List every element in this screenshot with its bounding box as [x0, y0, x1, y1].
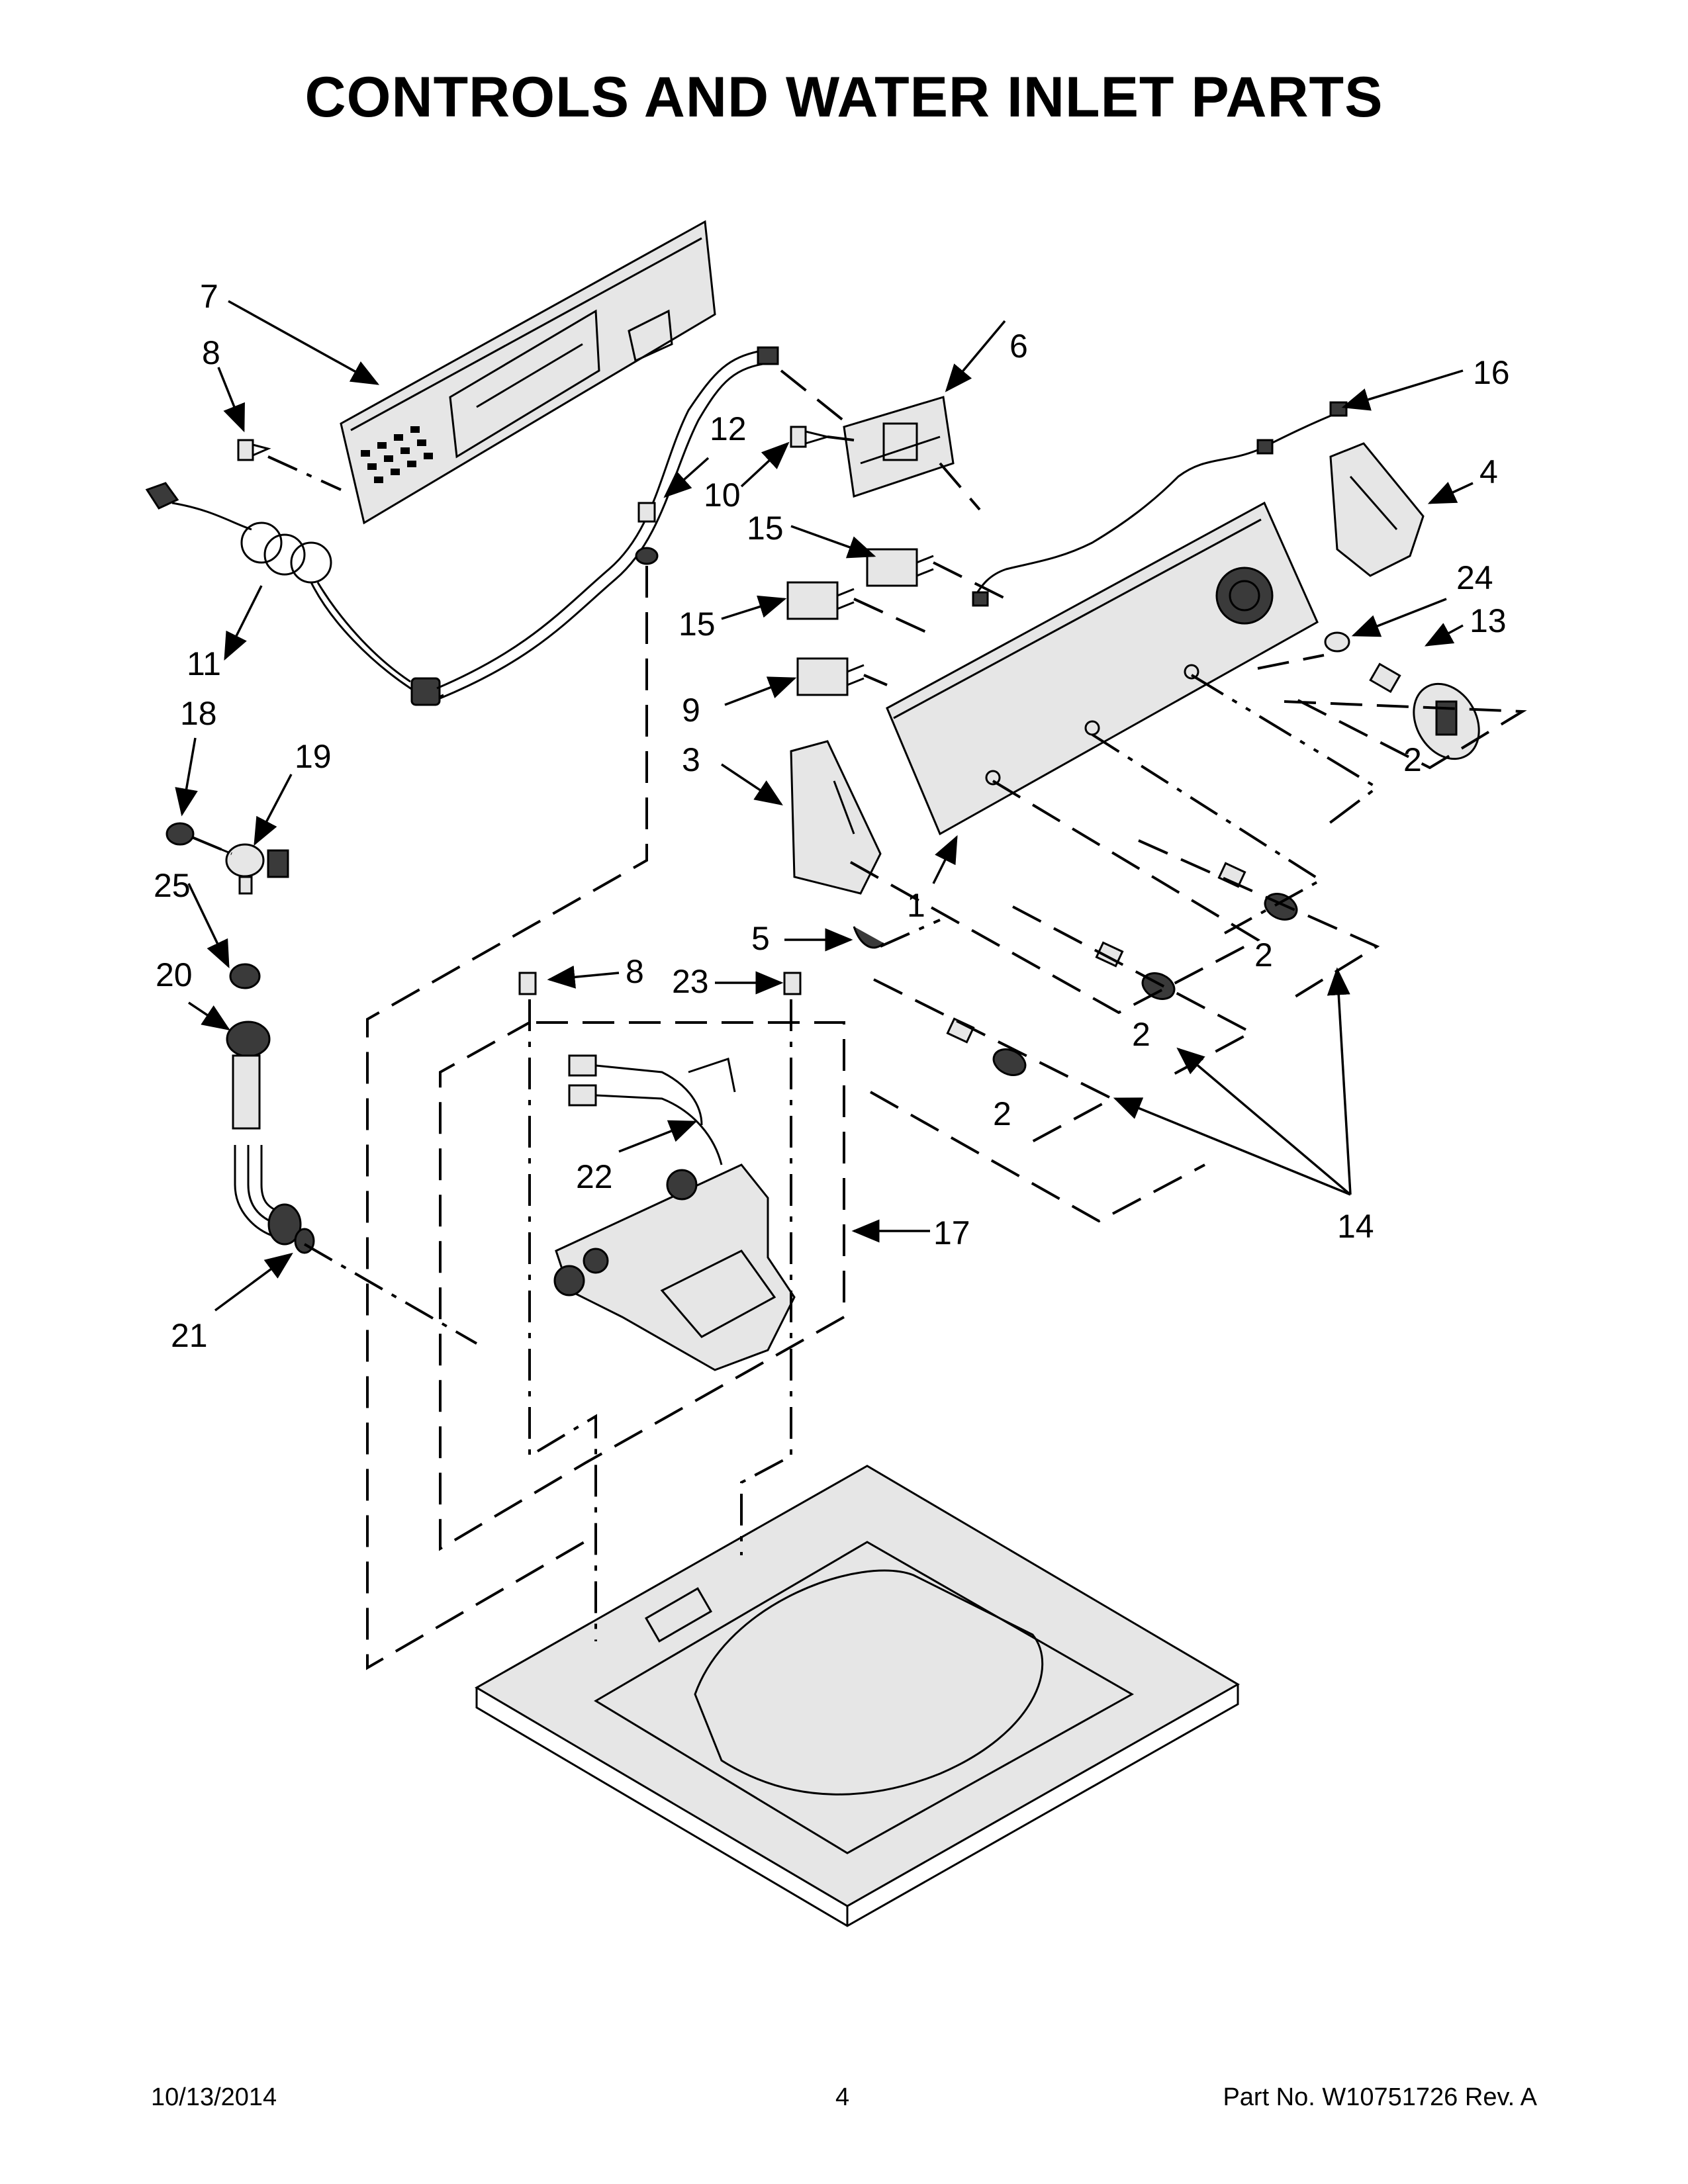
callout-3: 3: [682, 741, 700, 778]
callout-21: 21: [171, 1317, 208, 1354]
rear-console-panel-drawing: [340, 220, 716, 525]
page-title: CONTROLS AND WATER INLET PARTS: [305, 66, 1383, 129]
leader-arrows: [175, 300, 1474, 1312]
valve-wiring-22-drawing: [568, 1054, 736, 1165]
screw-23-drawing: [783, 972, 802, 995]
console-drawing: [886, 501, 1319, 836]
footer-date: 10/13/2014: [151, 2083, 277, 2111]
callout-9: 9: [682, 692, 700, 729]
knob-insert-13-drawing: [1369, 662, 1401, 694]
callout-2-b: 2: [1254, 936, 1273, 974]
clip-drawing: [853, 926, 885, 949]
screen-25-drawing: [229, 963, 261, 989]
power-cord-drawing: [145, 346, 779, 706]
switch-15-upper-drawing: [866, 548, 934, 587]
callout-2-a: 2: [1403, 741, 1422, 778]
switch-9-drawing: [796, 657, 865, 696]
callout-15-upper: 15: [747, 510, 784, 547]
ground-screw-drawing: [635, 502, 659, 565]
callout-20: 20: [156, 956, 193, 993]
callout-12: 12: [710, 410, 747, 447]
callout-25: 25: [154, 867, 191, 904]
callout-22: 22: [576, 1158, 613, 1195]
callout-13: 13: [1470, 602, 1507, 639]
control-board-drawing: [843, 396, 955, 498]
footer-page-number: 4: [835, 2083, 850, 2111]
screw-8-center-drawing: [518, 972, 537, 995]
callout-19: 19: [295, 738, 332, 775]
callout-17: 17: [933, 1214, 970, 1251]
switch-15-lower-drawing: [786, 581, 855, 620]
callout-8-center: 8: [626, 953, 644, 990]
water-valve-17-drawing: [553, 1163, 796, 1371]
callout-4: 4: [1479, 453, 1498, 490]
callout-16: 16: [1473, 354, 1510, 391]
hose-fitting-19-drawing: [191, 836, 289, 895]
end-cap-right-drawing: [1329, 442, 1425, 577]
callout-23: 23: [672, 963, 709, 1000]
knob-row-3-drawing: [946, 1017, 1027, 1076]
callout-1: 1: [907, 887, 925, 924]
callout-11: 11: [187, 645, 221, 682]
callout-18: 18: [180, 695, 217, 732]
callout-6: 6: [1009, 328, 1028, 365]
cabinet-top-drawing: [475, 1465, 1240, 1927]
hose-washer-18-drawing: [165, 822, 195, 846]
callout-labels: 1 2 2 2 2 3 4 5 6 7 8 8 9 10 11 12 13 14…: [154, 278, 1510, 1354]
footer-part-number: Part No. W10751726 Rev. A: [1223, 2083, 1537, 2111]
callout-24: 24: [1456, 559, 1493, 596]
inlet-hose-20-drawing: [226, 1021, 302, 1246]
screw-10-drawing: [790, 426, 831, 448]
callout-2-c: 2: [1132, 1016, 1150, 1053]
callout-5: 5: [751, 920, 770, 957]
callout-10: 10: [704, 477, 741, 514]
screw-8-drawing: [237, 439, 271, 461]
callout-14: 14: [1337, 1208, 1374, 1245]
callout-8-upper: 8: [202, 334, 220, 371]
bushing-drawing: [1324, 631, 1350, 653]
callout-2-d: 2: [993, 1095, 1011, 1132]
knob-row-1-drawing: [1217, 862, 1298, 921]
callout-15-lower: 15: [679, 606, 716, 643]
callout-7: 7: [200, 278, 218, 315]
